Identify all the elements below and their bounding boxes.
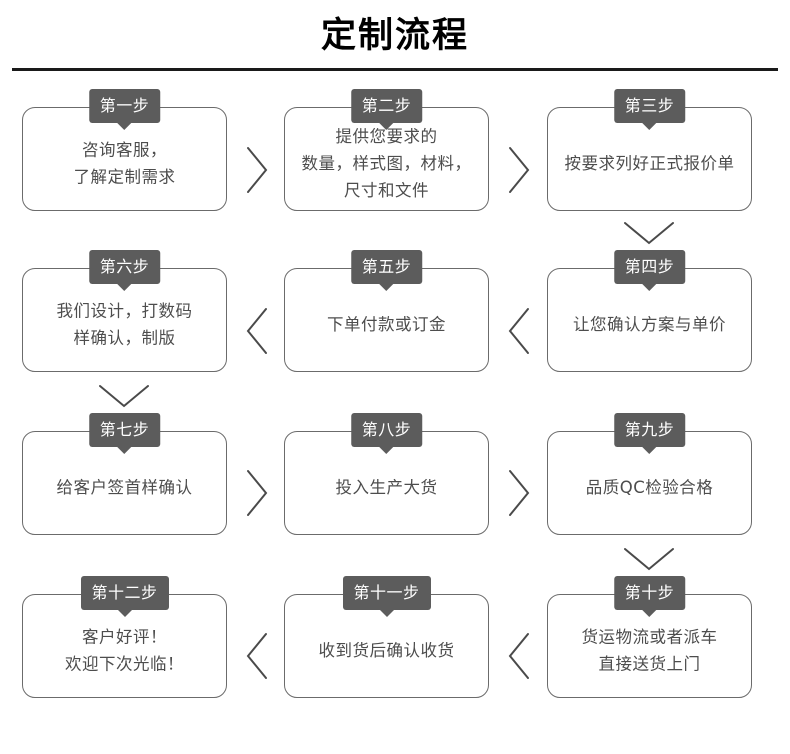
step-badge-9: 第九步 (613, 413, 686, 454)
step-text-7: 给客户签首样确认 (56, 478, 193, 497)
step-badge-5: 第五步 (350, 250, 423, 291)
step-text-5: 下单付款或订金 (327, 315, 446, 334)
step-badge-1: 第一步 (88, 89, 161, 130)
step-box-1: 第一步咨询客服， 了解定制需求 (22, 89, 227, 211)
step-box-2: 第二步提供您要求的 数量，样式图，材料， 尺寸和文件 (284, 89, 489, 211)
step-badge-6: 第六步 (88, 250, 161, 291)
step-box-9: 第九步品质QC检验合格 (547, 413, 752, 535)
connector-step7-to-step8-chevron-right-icon (244, 467, 270, 519)
step-box-3: 第三步按要求列好正式报价单 (547, 89, 752, 211)
connector-step1-to-step2-chevron-right-icon (244, 144, 270, 196)
step-text-1: 咨询客服， 了解定制需求 (73, 140, 176, 187)
step-box-4: 第四步让您确认方案与单价 (547, 250, 752, 372)
step-text-11: 收到货后确认收货 (318, 641, 455, 660)
step-text-3: 按要求列好正式报价单 (564, 154, 735, 173)
step-badge-2: 第二步 (350, 89, 423, 130)
page-header: 定制流程 (0, 0, 790, 71)
step-text-8: 投入生产大货 (335, 478, 438, 497)
step-box-12: 第十二步客户好评！ 欢迎下次光临！ (22, 576, 227, 698)
step-box-6: 第六步我们设计，打数码 样确认，制版 (22, 250, 227, 372)
step-box-5: 第五步下单付款或订金 (284, 250, 489, 372)
step-badge-10: 第十步 (613, 576, 686, 617)
step-box-8: 第八步投入生产大货 (284, 413, 489, 535)
connector-step2-to-step3-chevron-right-icon (506, 144, 532, 196)
step-box-7: 第七步给客户签首样确认 (22, 413, 227, 535)
step-text-4: 让您确认方案与单价 (573, 315, 726, 334)
connector-step9-to-step10-chevron-down-icon (621, 545, 677, 573)
step-text-9: 品质QC检验合格 (585, 478, 714, 497)
step-text-10: 货运物流或者派车 直接送货上门 (581, 627, 718, 674)
connector-step4-to-step5-chevron-left-icon (506, 305, 532, 357)
step-badge-3: 第三步 (613, 89, 686, 130)
step-badge-4: 第四步 (613, 250, 686, 291)
step-badge-11: 第十一步 (342, 576, 431, 617)
connector-step8-to-step9-chevron-right-icon (506, 467, 532, 519)
connector-step3-to-step4-chevron-down-icon (621, 219, 677, 247)
connector-step10-to-step11-chevron-left-icon (506, 630, 532, 682)
flow-diagram: 第一步咨询客服， 了解定制需求第二步提供您要求的 数量，样式图，材料， 尺寸和文… (0, 71, 790, 743)
step-box-10: 第十步货运物流或者派车 直接送货上门 (547, 576, 752, 698)
step-badge-7: 第七步 (88, 413, 161, 454)
page-title: 定制流程 (320, 16, 469, 56)
connector-step11-to-step12-chevron-left-icon (244, 630, 270, 682)
connector-step5-to-step6-chevron-left-icon (244, 305, 270, 357)
step-badge-12: 第十二步 (80, 576, 169, 617)
step-text-2: 提供您要求的 数量，样式图，材料， 尺寸和文件 (301, 127, 472, 200)
connector-step6-to-step7-chevron-down-icon (96, 382, 152, 410)
title-divider (12, 68, 778, 71)
step-box-11: 第十一步收到货后确认收货 (284, 576, 489, 698)
step-badge-8: 第八步 (350, 413, 423, 454)
step-text-6: 我们设计，打数码 样确认，制版 (56, 301, 193, 348)
step-text-12: 客户好评！ 欢迎下次光临！ (65, 627, 184, 674)
